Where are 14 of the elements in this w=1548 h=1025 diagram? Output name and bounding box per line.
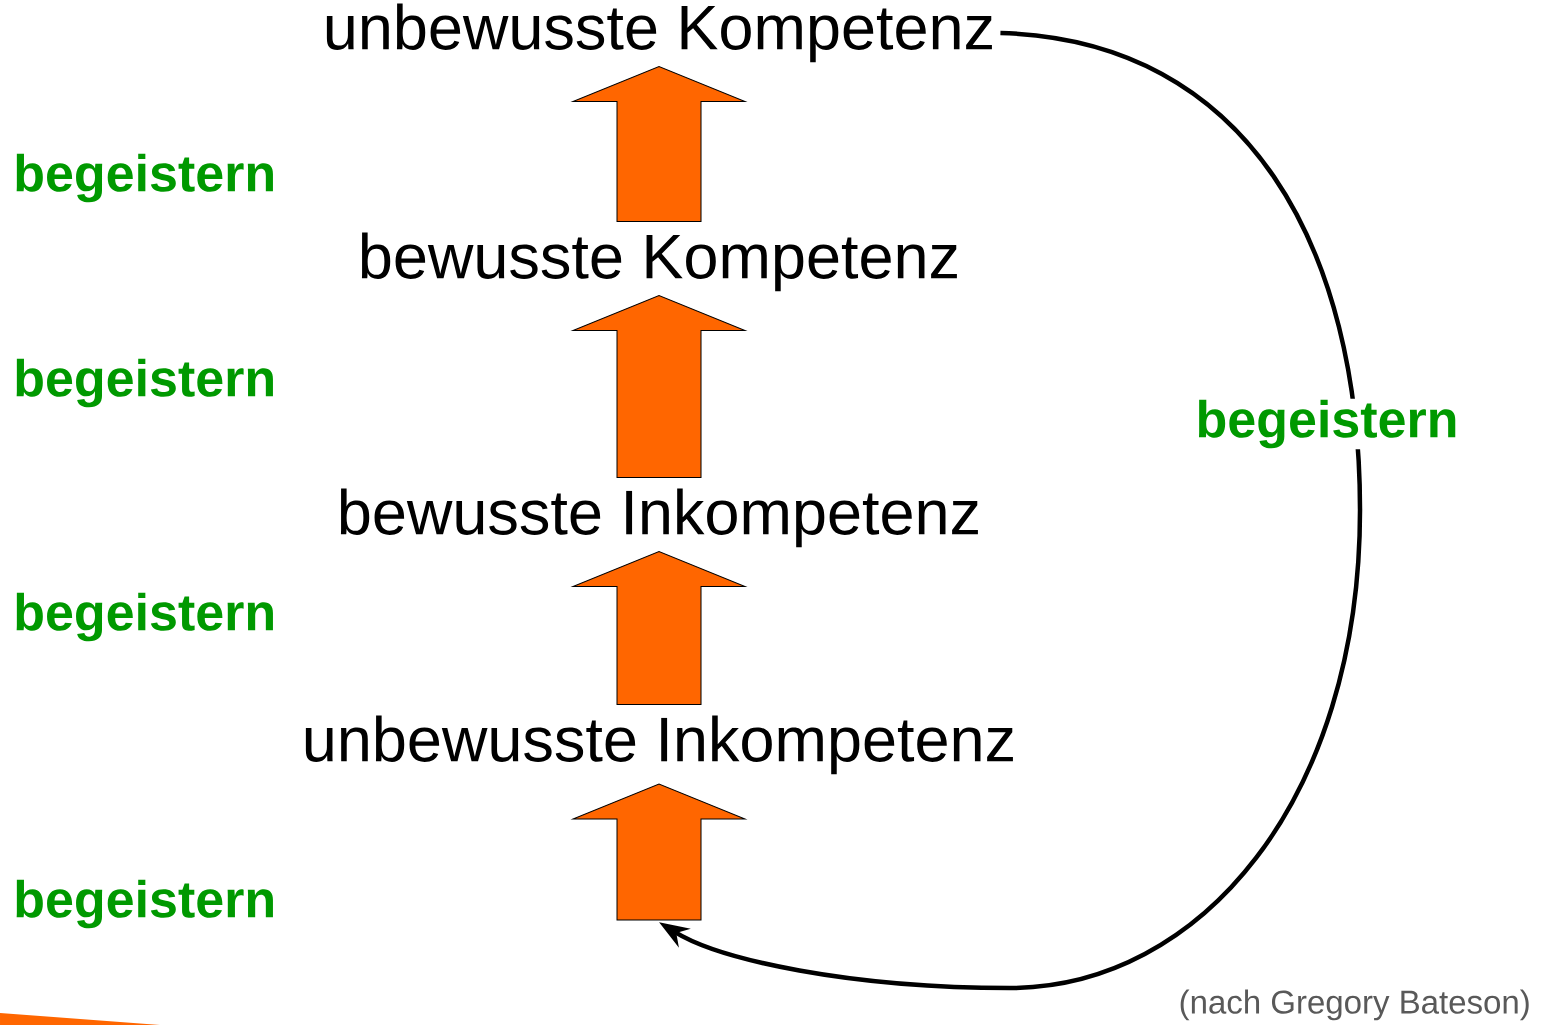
caption: (nach Gregory Bateson) [1180, 989, 1529, 1021]
block-arrow [572, 66, 746, 222]
edge-label: begeistern [1194, 398, 1460, 450]
side-label: begeistern [16, 592, 273, 642]
stage-label: unbewusste Inkompetenz [305, 715, 1013, 775]
stage-label: bewusste Inkompetenz [340, 488, 978, 548]
block-arrow [572, 783, 746, 921]
side-label: begeistern [16, 153, 273, 203]
side-label: begeistern [16, 879, 273, 929]
stage-label: bewusste Kompetenz [361, 232, 957, 292]
block-arrow [572, 551, 746, 705]
side-label: begeistern [16, 358, 273, 408]
stage-label: unbewusste Kompetenz [326, 3, 992, 63]
block-arrow [572, 295, 746, 478]
